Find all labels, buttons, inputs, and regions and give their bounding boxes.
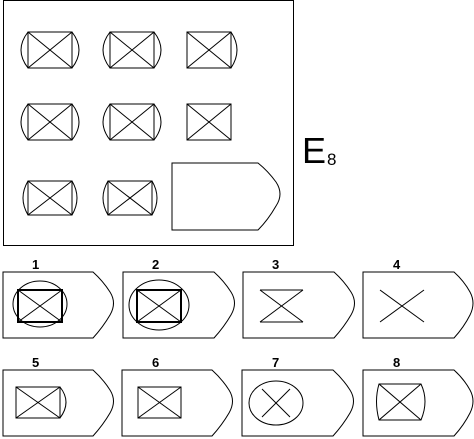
option-5-figure[interactable] xyxy=(2,369,114,437)
matrix-cell-r1c2 xyxy=(102,31,162,69)
option-2-number[interactable]: 2 xyxy=(152,257,160,272)
option-1-number[interactable]: 1 xyxy=(32,257,40,272)
matrix-cell-r2c3 xyxy=(186,103,232,141)
matrix-cell-r3c1 xyxy=(22,180,78,216)
option-4-figure[interactable] xyxy=(362,271,474,339)
option-1-figure[interactable] xyxy=(2,271,114,339)
option-8-figure[interactable] xyxy=(362,369,474,437)
option-6-number[interactable]: 6 xyxy=(152,355,160,370)
answer-slot xyxy=(171,162,281,231)
puzzle-label-main: E xyxy=(302,130,327,171)
matrix-cell-r2c1 xyxy=(20,103,80,141)
option-4-number[interactable]: 4 xyxy=(393,257,401,272)
matrix-frame xyxy=(3,0,294,246)
option-6-figure[interactable] xyxy=(121,369,233,437)
matrix-cell-r2c2 xyxy=(102,103,162,141)
option-3-number[interactable]: 3 xyxy=(272,257,280,272)
puzzle-label: E8 xyxy=(302,130,337,171)
option-5-number[interactable]: 5 xyxy=(32,355,40,370)
option-7-figure[interactable] xyxy=(241,369,354,437)
matrix-cell-r3c2 xyxy=(102,180,158,216)
option-7-number[interactable]: 7 xyxy=(272,355,280,370)
matrix-cell-r1c1 xyxy=(20,31,80,69)
puzzle-label-sub: 8 xyxy=(327,150,337,169)
option-3-figure[interactable] xyxy=(242,271,355,339)
option-8-number[interactable]: 8 xyxy=(393,355,401,370)
option-2-figure[interactable] xyxy=(122,271,235,339)
matrix-cell-r1c3 xyxy=(186,31,238,69)
